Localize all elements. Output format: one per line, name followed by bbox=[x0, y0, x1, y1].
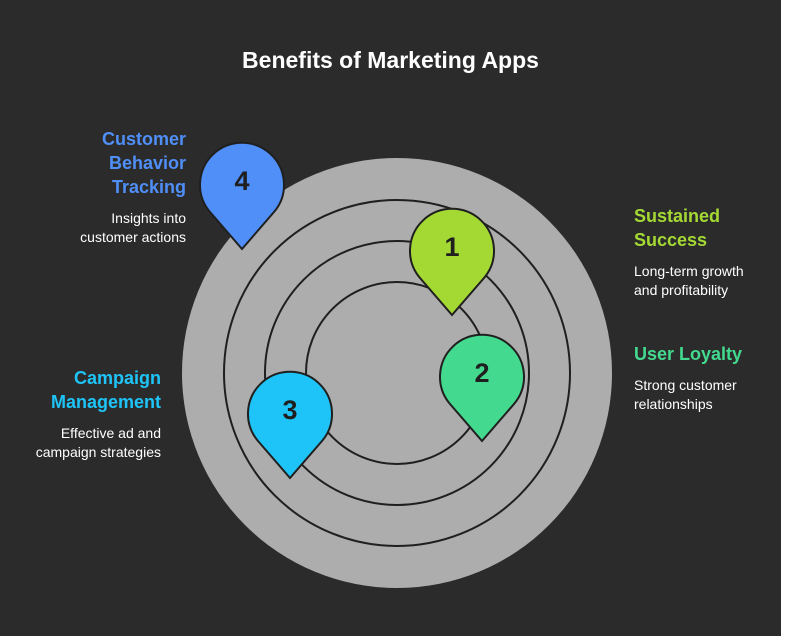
pin-2-marker bbox=[439, 333, 525, 443]
desc-line: Long-term growth bbox=[634, 263, 744, 279]
target-diagram: 1 2 3 4 bbox=[182, 141, 612, 588]
pin-3-marker bbox=[247, 370, 333, 480]
diagram-title: Benefits of Marketing Apps bbox=[242, 47, 539, 73]
heading-line: Tracking bbox=[111, 177, 186, 197]
pin-2: 2 bbox=[439, 333, 525, 443]
benefit-description: Strong customer relationships bbox=[634, 376, 779, 414]
heading-line: Campaign bbox=[73, 368, 161, 388]
desc-line: Strong customer bbox=[634, 377, 737, 393]
benefit-heading: Campaign Management bbox=[0, 366, 161, 414]
heading-line: Management bbox=[50, 392, 161, 412]
benefit-description: Effective ad and campaign strategies bbox=[0, 424, 161, 462]
pin-1-number: 1 bbox=[444, 232, 459, 262]
desc-line: customer actions bbox=[80, 229, 186, 245]
benefit-campaign-management: Campaign Management Effective ad and cam… bbox=[0, 366, 161, 462]
pin-2-number: 2 bbox=[474, 358, 489, 388]
target-ring-2 bbox=[264, 240, 530, 506]
benefit-sustained-success: Sustained Success Long-term growth and p… bbox=[634, 204, 779, 300]
benefit-description: Insights into customer actions bbox=[0, 209, 186, 247]
heading-line: Customer bbox=[101, 129, 186, 149]
heading-line: Behavior bbox=[108, 153, 186, 173]
diagram-canvas: Benefits of Marketing Apps 1 2 3 4 Custo… bbox=[0, 0, 781, 636]
benefit-user-loyalty: User Loyalty Strong customer relationshi… bbox=[634, 342, 779, 414]
heading-line: Success bbox=[634, 230, 708, 250]
pin-1: 1 bbox=[409, 207, 495, 317]
desc-line: campaign strategies bbox=[35, 444, 161, 460]
benefit-heading: User Loyalty bbox=[634, 342, 779, 366]
benefit-heading: Sustained Success bbox=[634, 204, 779, 252]
pin-1-marker bbox=[409, 207, 495, 317]
benefit-heading: Customer Behavior Tracking bbox=[0, 127, 186, 199]
pin-3-number: 3 bbox=[282, 395, 297, 425]
pin-4: 4 bbox=[199, 141, 285, 251]
benefit-customer-behavior-tracking: Customer Behavior Tracking Insights into… bbox=[0, 127, 186, 247]
benefit-description: Long-term growth and profitability bbox=[634, 262, 779, 300]
desc-line: and profitability bbox=[634, 282, 729, 298]
heading-line: Sustained bbox=[634, 206, 721, 226]
heading-line: User Loyalty bbox=[634, 344, 743, 364]
target-ring-3 bbox=[223, 199, 571, 547]
desc-line: Insights into bbox=[111, 210, 186, 226]
desc-line: relationships bbox=[634, 396, 713, 412]
pin-4-marker bbox=[199, 141, 285, 251]
target-ring-outer bbox=[182, 158, 612, 588]
pin-4-number: 4 bbox=[234, 166, 249, 196]
desc-line: Effective ad and bbox=[60, 425, 161, 441]
pin-3: 3 bbox=[247, 370, 333, 480]
